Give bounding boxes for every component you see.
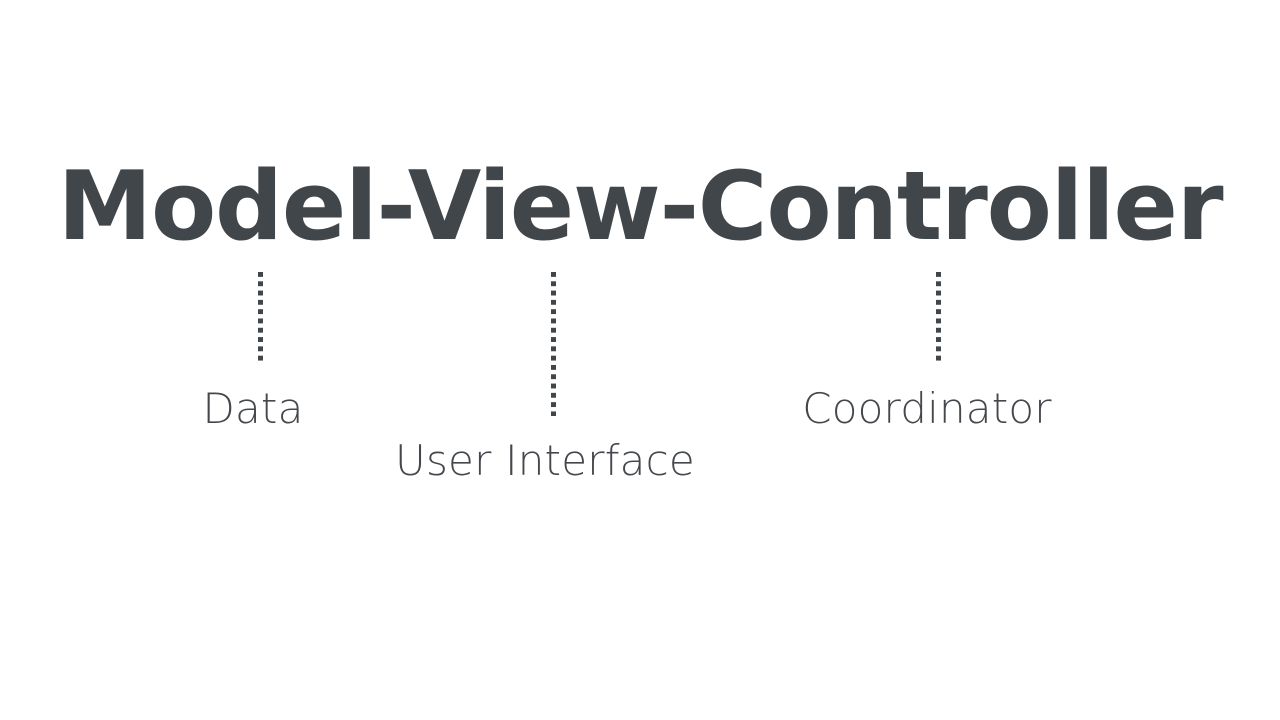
page-title: Model-View-Controller xyxy=(57,152,1224,262)
label-view-user-interface: User Interface xyxy=(395,436,695,485)
label-controller-coordinator: Coordinator xyxy=(802,384,1052,433)
label-model-data: Data xyxy=(202,384,304,433)
connector-line-controller xyxy=(936,272,941,365)
connector-line-model xyxy=(258,272,263,365)
connector-line-view xyxy=(551,272,556,416)
